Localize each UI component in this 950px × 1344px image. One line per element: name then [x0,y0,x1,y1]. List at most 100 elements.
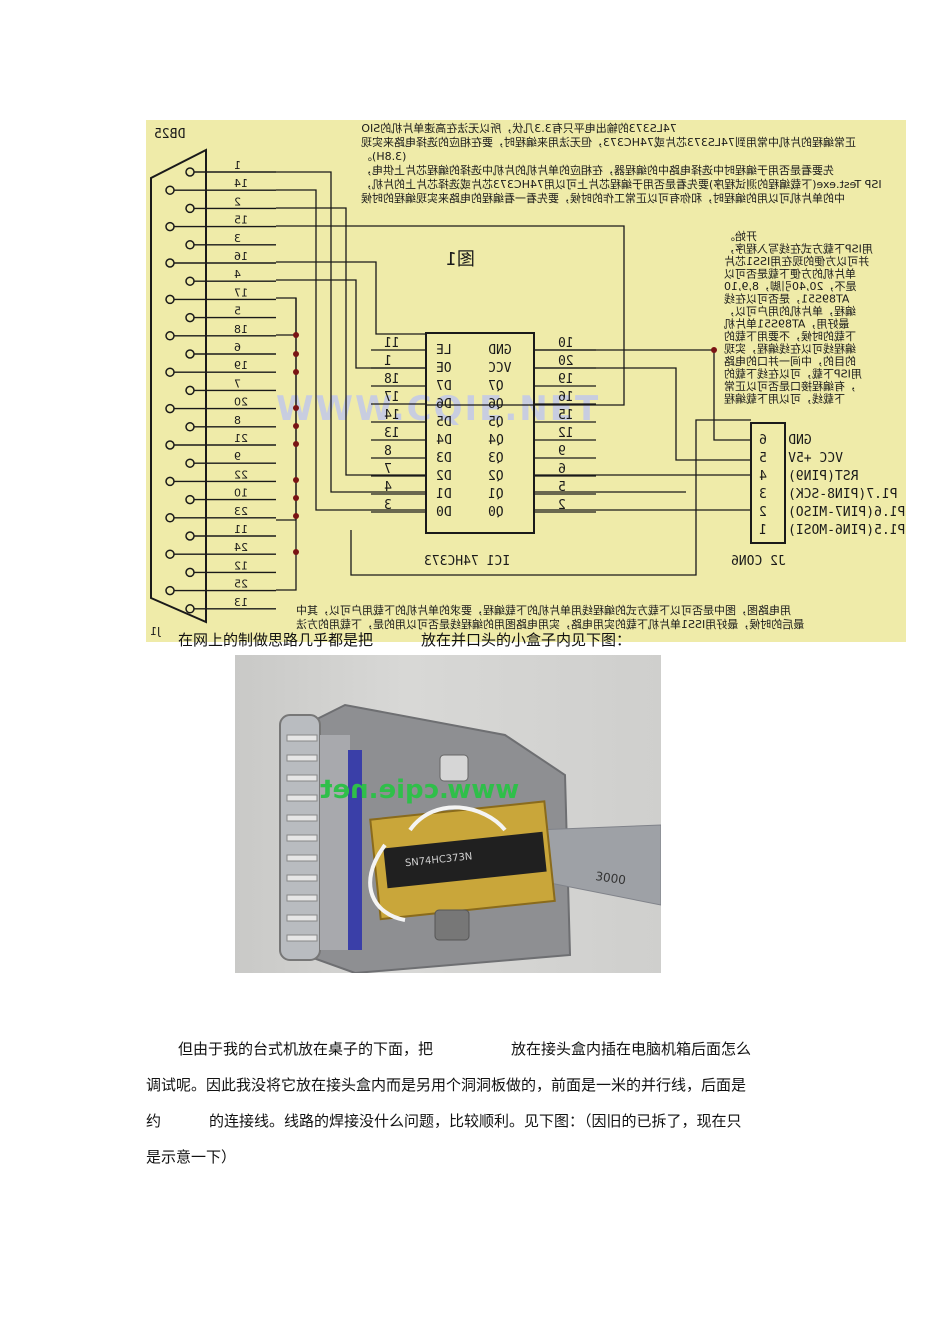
db25-pin-circle [165,585,175,596]
ic-right-pin-number: 9 [558,444,566,459]
ic-right-pin-number: 2 [558,498,566,513]
db25-pin-circle [165,403,175,414]
ic-74hc373-body [425,332,535,534]
ic-left-pin-number: 7 [384,462,392,477]
db25-pin-number: 23 [234,505,248,518]
photo-connector-box: 3000 SN74HC373N www.cqie.net [235,655,661,973]
note-right-line: 编程线可以在线编程，实现 [724,342,856,356]
db25-pin-number: 4 [234,268,241,281]
con6-body [750,422,786,544]
db25-pin-number: 25 [234,578,248,591]
photo-connector-pin [286,894,318,902]
db25-pin-circle [165,185,175,195]
schematic-wire [350,419,751,576]
para-line-3b: 的连接线。线路的焊接没什么问题，比较顺利。见下图：（因旧的已拆了，现在只 [209,1112,742,1130]
ic-left-pin-name: OE [436,361,452,376]
photo-connector-pin [286,734,318,742]
ic-right-pin-name: Q3 [488,451,504,466]
ic-right-pin-number: 16 [558,390,574,405]
con6-pin-name: P1.5(PIN6-MOSI) [788,523,905,538]
con6-pin-number: 2 [759,505,767,520]
para-line-1a: 但由于我的台式机放在桌子的下面，把 [178,1040,434,1058]
con6-pin-name: P1.6(PIN7-MISO) [788,505,905,520]
wire-junction [293,351,299,357]
db25-pin-circle [185,494,195,505]
db25-pin-number: 18 [234,323,248,336]
j1-label: J1 [150,625,161,638]
db25-pin-number: 15 [234,214,248,227]
caption-part2: 放在并口头的小盒子内见下图： [421,631,632,649]
db25-pin-circle [185,167,195,177]
db25-shell [150,148,207,624]
con6-pin-number: 1 [759,523,767,538]
ic-right-pin-number: 6 [558,462,566,477]
photo-connector-pin [286,834,318,842]
ic-right-pin-name: GND [488,343,512,358]
note-right-line: 的目的，中间一并口的电路 [724,354,856,368]
schematic-drawing: WWW.CQIE.NET DB25 J1 图1 1142153164175186… [150,121,905,638]
cable-print: 3000 [595,869,627,887]
schematic-wire [276,171,426,493]
wire-junction [293,423,299,429]
db25-pin-number: 20 [234,396,248,409]
db25-pin-number: 21 [234,432,248,445]
ic-right-pin-number: 19 [558,372,574,387]
ic-right-pin-number: 12 [558,426,574,441]
db25-pin-circle [185,240,195,250]
note-right-line: 用ISP下载，可以在线下载的 [724,367,862,381]
db25-pin-circle [185,312,195,323]
ic-left-pin-number: 1 [384,354,392,369]
para-line-2: 调试呢。因此我没将它放在接头盒内而是另用个洞洞板做的，前面是一米的并行线，后面是 [146,1076,747,1094]
con6-pin-number: 6 [759,433,767,448]
ic-right-pin-name: Q4 [488,433,504,448]
note-top-line: 先要看是否用于编程时中选择电路中的编程器，在相应的单片机的片机中选择的编程芯片上… [361,163,834,177]
photo-connector-pin [286,794,318,802]
con6-label: J2 CON6 [731,554,786,569]
note-right-line: 最好用，AT89S51单片机 [724,317,849,331]
note-top-line: 正常编程的片机中常用到74LS373芯片或74HC373，但无法用来编程时，要在… [361,135,856,149]
db25-pin-circle [185,531,195,541]
wire-junction [293,405,299,411]
db25-pin-circle [185,567,195,578]
note-right-line: 下载的时候，不要用下载的 [724,329,856,343]
para-line-4: 是示意一下） [146,1148,237,1166]
ic-left-pin-name: D6 [436,397,452,412]
schematic-wire [276,207,426,476]
note-top-line: 74LS373的输出电平只有3.3几伏，所以无法在高速单片机的SIO [361,121,677,135]
db25-pin-circle [165,258,175,268]
db25-pin-circle [165,331,175,341]
ic-left-pin-number: 18 [384,372,400,387]
schematic-wire [276,225,625,406]
ic-right-pin-number: 10 [558,336,574,351]
note-right-line: 编程，单片机的用户可以， [724,304,856,318]
db25-pin-number: 6 [234,341,241,354]
ic-left-pin-number: 11 [384,336,400,351]
ic-left-pin-name: D1 [436,487,452,502]
photo-connector-pin [286,814,318,822]
para-line-3a: 约 [146,1112,162,1130]
db25-pin-number: 7 [234,377,241,390]
schematic-wire [276,189,426,511]
ic-left-pin-name: D3 [436,451,452,466]
con6-pin-name: RST(PIN9) [788,469,858,484]
ic-right-pin-name: Q6 [488,397,504,412]
photo-connector-pin [286,774,318,782]
db25-pin-number: 19 [234,359,248,372]
con6-pin-number: 4 [759,469,767,484]
con6-pin-number: 3 [759,487,767,502]
note-right-line: 用ISP下载方式在线写入程序， [724,242,873,256]
para-line-1b: 放在接头盒内插在电脑机箱后面怎么 [511,1040,752,1058]
note-right-line: 是不，20,40引脚，8,9,10 [724,279,856,293]
wire-junction [293,477,299,483]
ic-right-pin-number: 5 [558,480,566,495]
photo-connector-pin [286,854,318,862]
db25-pin-circle [165,476,175,487]
wire-junction [293,549,299,555]
ic-right-pin-name: Q2 [488,469,504,484]
schematic-wire [276,261,426,335]
para-line-3: 约 的连接线。线路的焊接没什么问题，比较顺利。见下图：（因旧的已拆了，现在只 [146,1108,806,1135]
ic-left-pin-number: 8 [384,444,392,459]
body-paragraph: 但由于我的台式机放在桌子的下面，把 放在接头盒内插在电脑机箱后面怎么 调试呢。因此… [146,1036,806,1171]
photo-connector-pin [286,934,318,942]
